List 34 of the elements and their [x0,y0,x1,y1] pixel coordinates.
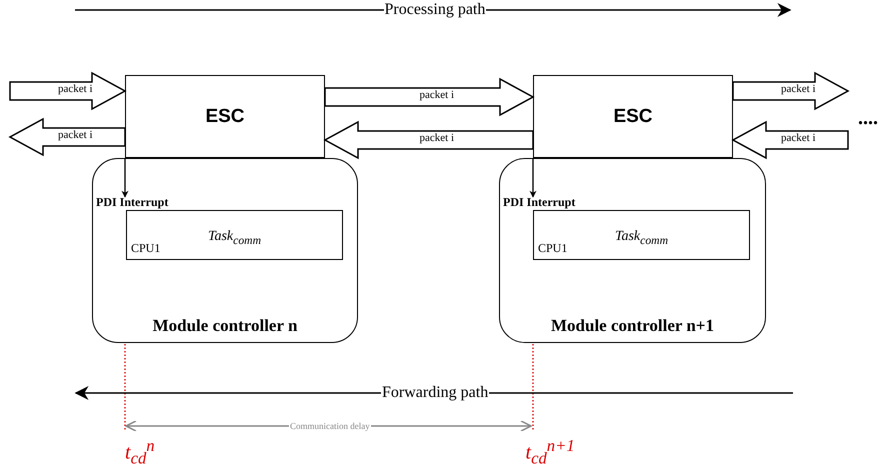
module-box [92,158,358,343]
edge-label: packet i [420,89,454,101]
edge-label: packet i [781,132,816,144]
box-label: ESC [613,106,653,128]
dimension-label: Communication delay [289,422,371,430]
block-arrow [731,120,849,160]
cpu-label: CPU1 [538,241,568,256]
box-label: ESC [205,106,245,128]
interrupt-label: PDI Interrupt [96,195,168,210]
module-box [499,158,766,343]
task-box [126,210,343,260]
block-arrow [324,78,535,116]
edge-label: packet i [420,132,454,144]
path-label: Forwarding path [381,385,490,401]
edge-label: packet i [58,129,93,141]
edge-label: packet i [58,83,93,95]
interrupt-label: PDI Interrupt [503,195,576,210]
block-arrow [9,72,127,110]
arrow [122,158,128,198]
block-arrow [8,118,126,156]
path-label: Processing path [384,2,486,18]
module-label: Module controller n+1 [551,316,714,335]
esc-box [533,75,733,158]
task-label: Task$_{comm}$ [208,229,261,244]
esc-box [125,75,325,158]
cpu-label: CPU1 [131,241,160,256]
module-label: Module controller n [152,316,298,335]
block-arrow [323,120,534,160]
task-box [533,210,750,260]
task-label: Task$_{comm}$ [614,229,668,244]
block-arrow [732,72,850,110]
arrow [530,158,536,198]
edge-label: packet i [781,83,816,95]
ellipsis: .... [858,108,878,128]
